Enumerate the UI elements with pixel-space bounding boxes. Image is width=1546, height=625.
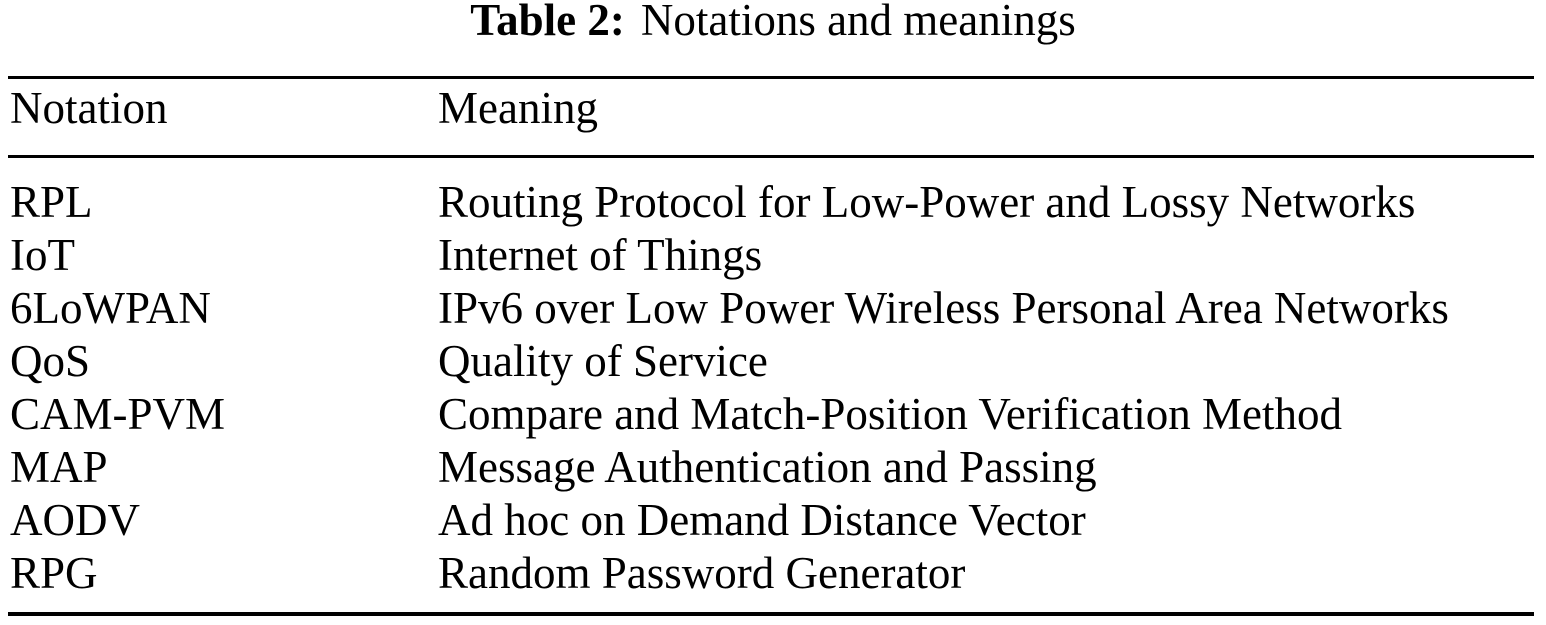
- meaning-cell: Compare and Match-Position Verification …: [438, 389, 1342, 439]
- meaning-cell: Routing Protocol for Low-Power and Lossy…: [438, 177, 1416, 227]
- table-header-row: Notation Meaning: [10, 82, 1536, 135]
- meaning-cell: Random Password Generator: [438, 548, 966, 598]
- table-row: RPL Routing Protocol for Low-Power and Lo…: [10, 176, 1536, 229]
- table-row: AODV Ad hoc on Demand Distance Vector: [10, 494, 1536, 547]
- notation-cell: QoS: [10, 336, 91, 386]
- table-row: CAM-PVM Compare and Match-Position Verifi…: [10, 388, 1536, 441]
- table-body: RPL Routing Protocol for Low-Power and Lo…: [10, 176, 1536, 600]
- table-row: RPG Random Password Generator: [10, 547, 1536, 600]
- notation-cell: 6LoWPAN: [10, 283, 211, 333]
- table-header-rule: [8, 155, 1534, 158]
- meaning-cell: IPv6 over Low Power Wireless Personal Ar…: [438, 283, 1449, 333]
- notation-cell: RPG: [10, 548, 98, 598]
- notation-cell: CAM-PVM: [10, 389, 226, 439]
- table-top-rule: [8, 76, 1534, 79]
- table-row: 6LoWPAN IPv6 over Low Power Wireless Pers…: [10, 282, 1536, 335]
- table-row: IoT Internet of Things: [10, 229, 1536, 282]
- table-caption: Table 2: Notations and meanings: [0, 0, 1546, 44]
- notation-cell: IoT: [10, 230, 75, 280]
- notation-cell: MAP: [10, 442, 108, 492]
- notation-cell: AODV: [10, 495, 140, 545]
- table-row: QoS Quality of Service: [10, 335, 1536, 388]
- notation-cell: RPL: [10, 177, 93, 227]
- meaning-cell: Message Authentication and Passing: [438, 442, 1097, 492]
- table-row: MAP Message Authentication and Passing: [10, 441, 1536, 494]
- table-caption-text: Notations and meanings: [640, 0, 1076, 45]
- column-header-meaning: Meaning: [438, 83, 598, 133]
- meaning-cell: Ad hoc on Demand Distance Vector: [438, 495, 1086, 545]
- table-bottom-rule: [8, 612, 1534, 616]
- meaning-cell: Quality of Service: [438, 336, 768, 386]
- table-caption-label: Table 2:: [470, 0, 625, 45]
- meaning-cell: Internet of Things: [438, 230, 763, 280]
- column-header-notation: Notation: [10, 83, 168, 133]
